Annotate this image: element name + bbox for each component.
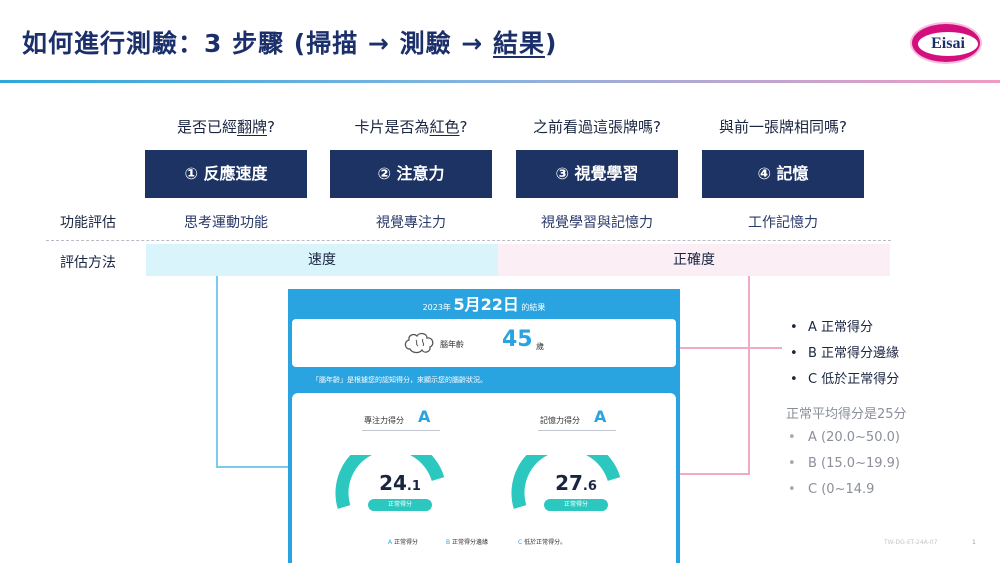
attention-score-dec: .1 <box>406 479 421 494</box>
legend-b-text: 正常得分邊緣 <box>452 539 489 546</box>
legend-b-letter: B <box>446 539 451 546</box>
attention-gauge <box>335 455 445 509</box>
question-2-text: 卡片是否為 <box>354 118 430 136</box>
legend-c-letter: C <box>518 539 523 546</box>
grade-c-item: C 低於正常得分 <box>790 368 899 387</box>
question-1-text: 是否已經 <box>177 118 238 136</box>
legend-b: B 正常得分邊緣 <box>446 537 488 546</box>
step-box-reaction-speed: ① 反應速度 <box>145 150 307 198</box>
function-item-4: 工作記憶力 <box>748 215 818 231</box>
average-score-title: 正常平均得分是25分 <box>786 407 907 422</box>
function-item-2: 視覺專注力 <box>376 215 446 231</box>
question-3: 之前看過這張牌嗎? <box>516 116 678 137</box>
title-suffix: ) <box>544 29 558 58</box>
score-card: 專注力得分 A 24.1 正常得分 記憶力得分 A 27.6 正常得分 A 正常… <box>292 393 676 563</box>
legend-a-text: 正常得分 <box>394 539 419 546</box>
function-assessment-label: 功能評估 <box>60 215 116 231</box>
memory-score-label: 記憶力得分 <box>540 416 580 425</box>
method-label: 評估方法 <box>60 255 116 271</box>
attention-status-pill: 正常得分 <box>368 499 432 511</box>
title-prefix: 如何進行測驗：3 步驟 (掃描 → 測驗 → <box>22 29 493 58</box>
legend-c-text: 低於正常得分。 <box>524 539 567 546</box>
document-code: TW-DG-ET-24A-07 <box>884 539 938 546</box>
result-suffix: 的結果 <box>521 303 546 312</box>
memory-score-dec: .6 <box>582 479 597 494</box>
result-date-title: 2023年 5月22日 的結果 <box>288 291 680 315</box>
page-number: 1 <box>972 539 976 546</box>
function-item-3: 視覺學習與記憶力 <box>541 215 653 231</box>
dashed-divider <box>46 240 891 241</box>
legend-a-letter: A <box>388 539 393 546</box>
title-underlined-word: 結果 <box>492 29 545 58</box>
accuracy-band: 正確度 <box>498 244 890 276</box>
memory-score-int: 27 <box>555 471 583 495</box>
step-box-memory: ④ 記憶 <box>702 150 864 198</box>
attention-score-grade: A <box>418 407 431 426</box>
speed-band: 速度 <box>146 244 498 276</box>
grade-a-item: A 正常得分 <box>790 316 873 335</box>
attention-score-value: 24.1 <box>350 471 450 495</box>
function-item-1: 思考運動功能 <box>184 215 268 231</box>
header-divider <box>0 80 1000 83</box>
question-1: 是否已經翻牌? <box>145 116 307 137</box>
question-4: 與前一張牌相同嗎? <box>702 116 864 137</box>
question-2-mark: ? <box>459 118 468 136</box>
question-3-text: 之前看過這張牌嗎? <box>533 118 661 136</box>
brain-age-unit: 歲 <box>536 342 544 351</box>
brain-age-label: 腦年齡 <box>440 340 464 349</box>
question-1-mark: ? <box>267 118 275 136</box>
memory-gauge <box>511 455 621 509</box>
legend-c: C 低於正常得分。 <box>518 537 566 546</box>
attention-score-int: 24 <box>379 471 407 495</box>
result-year: 2023年 <box>422 303 451 312</box>
brain-age-card: 腦年齡 45 歲 <box>292 319 676 367</box>
page-title: 如何進行測驗：3 步驟 (掃描 → 測驗 → 結果) <box>22 24 557 60</box>
step-box-visual-learning: ③ 視覺學習 <box>516 150 678 198</box>
range-b: B (15.0~19.9) <box>788 456 900 471</box>
attention-label-underline <box>362 430 440 431</box>
memory-score-value: 27.6 <box>526 471 626 495</box>
brain-icon <box>404 332 434 354</box>
range-c: C (0~14.9 <box>788 482 874 497</box>
attention-score-label: 專注力得分 <box>364 416 404 425</box>
app-result-screenshot: 2023年 5月22日 的結果 腦年齡 45 歲 「腦年齡」是根據您的認知得分，… <box>288 289 680 563</box>
memory-status-pill: 正常得分 <box>544 499 608 511</box>
question-4-text: 與前一張牌相同嗎? <box>719 118 847 136</box>
brain-age-note: 「腦年齡」是根據您的認知得分，來顯示您的腦齡狀況。 <box>312 376 487 384</box>
logo-text: Eisai <box>918 32 978 56</box>
grade-b-item: B 正常得分邊緣 <box>790 342 899 361</box>
memory-score-grade: A <box>594 407 607 426</box>
memory-label-underline <box>538 430 616 431</box>
eisai-logo: Eisai <box>910 22 982 64</box>
brain-age-value: 45 <box>502 327 533 352</box>
range-a: A (20.0~50.0) <box>788 430 900 445</box>
step-box-attention: ② 注意力 <box>330 150 492 198</box>
legend-a: A 正常得分 <box>388 537 418 546</box>
result-date: 5月22日 <box>453 295 519 314</box>
question-2-highlight: 紅色 <box>429 118 460 136</box>
question-1-highlight: 翻牌 <box>237 118 268 136</box>
question-2: 卡片是否為紅色? <box>330 116 492 137</box>
